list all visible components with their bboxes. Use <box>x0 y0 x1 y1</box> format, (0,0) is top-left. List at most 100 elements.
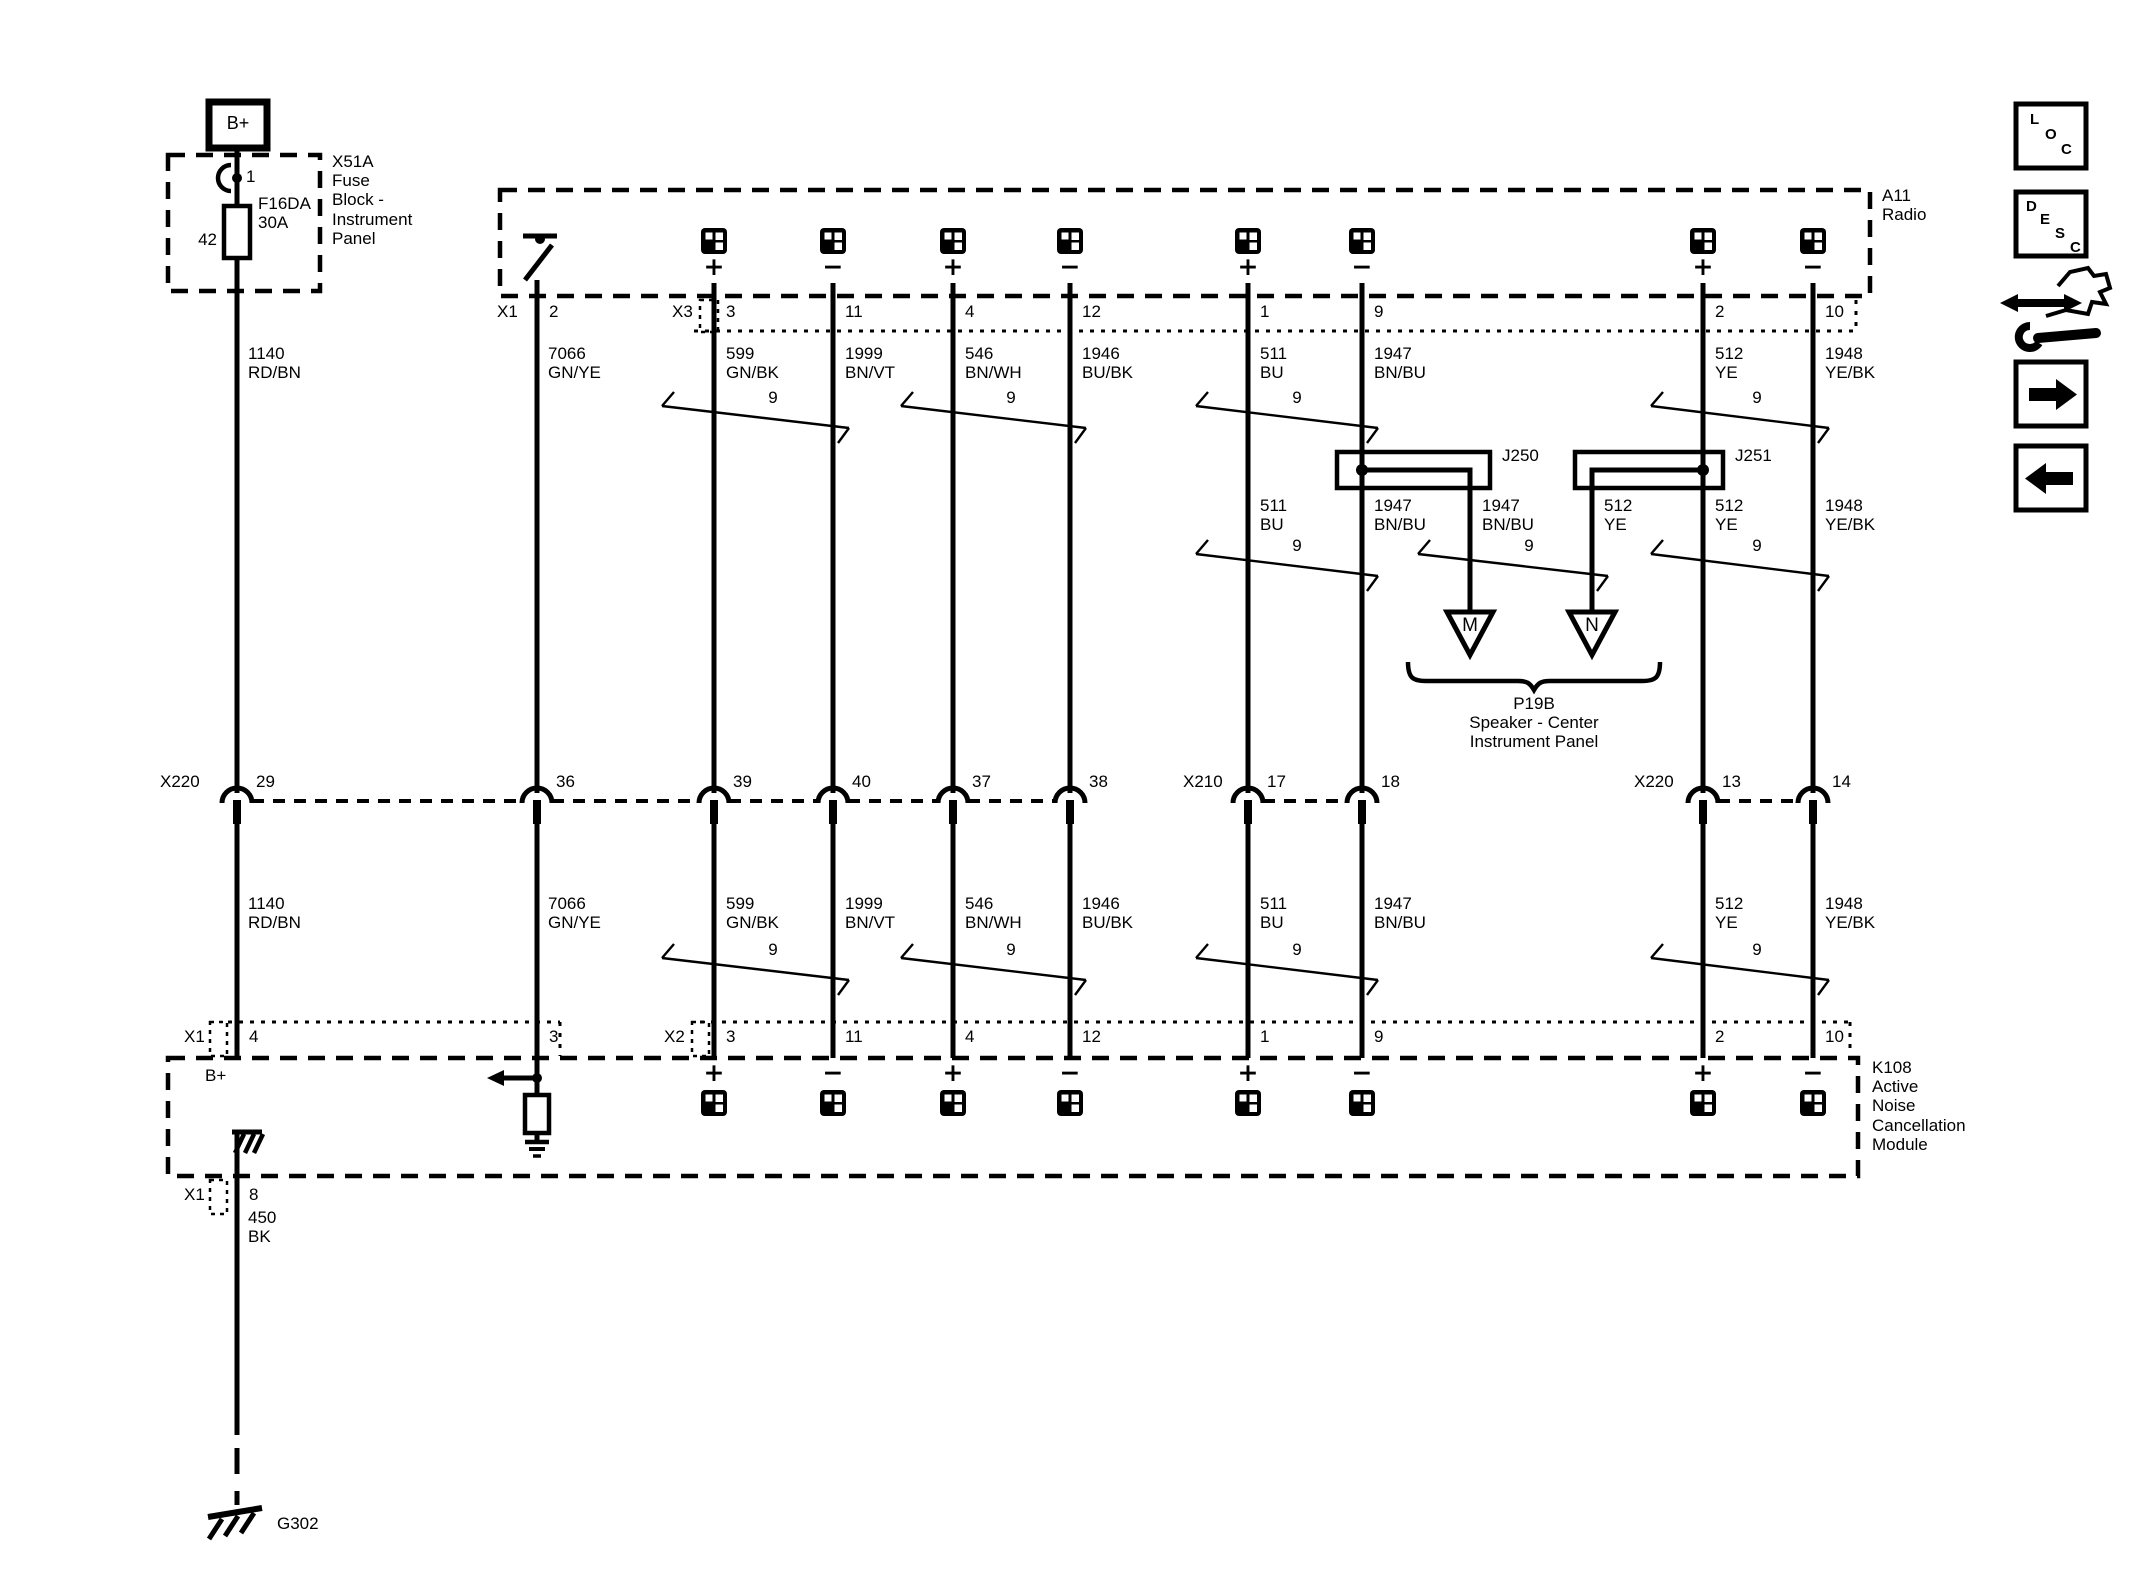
junction-box-j250 <box>1334 449 1493 491</box>
polarity-minus: − <box>1351 1058 1373 1087</box>
connector-pin: 14 <box>1832 772 1851 791</box>
radio-pin: 9 <box>1374 302 1384 321</box>
speaker-icon <box>820 228 846 254</box>
polarity-plus: + <box>1237 252 1259 281</box>
connector-pin: 29 <box>256 772 275 791</box>
module-pin: 9 <box>1374 1027 1384 1046</box>
fuse-block-box <box>165 152 323 294</box>
wire-label: 1948 YE/BK <box>1825 496 1876 535</box>
next-button[interactable] <box>2013 359 2089 429</box>
ground-connector-band <box>208 1178 229 1216</box>
connector-pin: 36 <box>556 772 575 791</box>
arrow-right-icon <box>2029 388 2056 401</box>
polarity-plus: + <box>942 1058 964 1087</box>
speaker-icon <box>1057 1090 1083 1116</box>
radio-pin: 1 <box>1260 302 1270 321</box>
ground-icon-g302 <box>206 1505 263 1541</box>
desc-letter: E <box>2040 211 2051 228</box>
junction-box-j251 <box>1572 449 1726 491</box>
speaker-icon <box>1057 228 1083 254</box>
module-bplus-label: B+ <box>205 1066 227 1085</box>
twisted-pair-icons <box>661 391 1830 996</box>
prev-button[interactable] <box>2013 443 2089 513</box>
twisted-pair-label: 9 <box>768 388 778 407</box>
wire-label: 1947 BN/BU <box>1374 344 1426 383</box>
b-plus-box <box>205 98 271 152</box>
module-pin: 10 <box>1825 1027 1844 1046</box>
radio-connector-band <box>694 298 1858 334</box>
module-pin: 4 <box>965 1027 975 1046</box>
connector-pin: 37 <box>972 772 991 791</box>
desc-letter: D <box>2026 198 2037 215</box>
polarity-minus: − <box>1802 1058 1824 1087</box>
junction-label-j250: J250 <box>1502 446 1539 465</box>
module-pin: 3 <box>726 1027 736 1046</box>
wire-label: 511 BU <box>1260 496 1288 535</box>
polarity-plus: + <box>703 1058 725 1087</box>
wire-label: 1999 BN/VT <box>845 344 896 383</box>
radio-box <box>497 187 1873 299</box>
wire-label: 599 GN/BK <box>726 344 779 383</box>
module-pin: 1 <box>1260 1027 1270 1046</box>
speaker-icon <box>701 228 727 254</box>
speaker-icon <box>940 1090 966 1116</box>
polarity-minus: − <box>1059 1058 1081 1087</box>
wire-label: 1946 BU/BK <box>1082 344 1134 383</box>
twisted-pair-label: 9 <box>1006 940 1016 959</box>
inline-connector-icons <box>222 788 1828 824</box>
connector-pin: 17 <box>1267 772 1286 791</box>
radio-pin: 10 <box>1825 302 1844 321</box>
junction-label-j251: J251 <box>1735 446 1772 465</box>
loc-letter: O <box>2045 126 2057 143</box>
speaker-name: P19B Speaker - Center Instrument Panel <box>1469 694 1599 752</box>
twisted-pair-label: 9 <box>1292 388 1302 407</box>
module-pin: 3 <box>549 1027 559 1046</box>
wire-label: 599 GN/BK <box>726 894 779 933</box>
wire-label: 512 YE <box>1604 496 1633 535</box>
module-conn1: X1 <box>184 1027 205 1046</box>
speaker-icon <box>940 228 966 254</box>
wire-label: 512 YE <box>1715 496 1744 535</box>
radio-conn2: X3 <box>672 302 693 321</box>
wire-label: 546 BN/WH <box>965 894 1022 933</box>
ground-pin: 8 <box>249 1185 259 1204</box>
twisted-pair-label: 9 <box>1292 940 1302 959</box>
wire-label: 1947 BN/BU <box>1482 496 1534 535</box>
desc-letter: S <box>2055 225 2066 242</box>
loc-letter: C <box>2061 141 2072 158</box>
module-box <box>165 1055 1861 1179</box>
wire-label: 1140 RD/BN <box>248 344 301 383</box>
wire-label: 7066 GN/YE <box>548 894 601 933</box>
desc-letter: C <box>2070 239 2081 256</box>
connector-pin: 18 <box>1381 772 1400 791</box>
wire-label: 1947 BN/BU <box>1374 496 1426 535</box>
wire-label: 450 BK <box>248 1208 277 1247</box>
branch-512-to-n <box>1589 467 1703 612</box>
twisted-pair-label: 9 <box>768 940 778 959</box>
radio-pin: 2 <box>1715 302 1725 321</box>
wire-label: 1947 BN/BU <box>1374 894 1426 933</box>
wire-label: 1948 YE/BK <box>1825 344 1876 383</box>
fuse-pin-top: 1 <box>246 167 256 186</box>
loc-button[interactable] <box>2013 101 2089 171</box>
wire-label: 1999 BN/VT <box>845 894 896 933</box>
resistor-icon <box>522 1078 552 1142</box>
twisted-pair-label: 9 <box>1752 940 1762 959</box>
desc-button[interactable] <box>2013 189 2089 259</box>
module-pin: 2 <box>1715 1027 1725 1046</box>
connector-pin: 13 <box>1722 772 1741 791</box>
polarity-minus: − <box>1351 252 1373 281</box>
harness-repair-icon[interactable] <box>2000 265 2113 352</box>
fuse-pin-terminal-icon <box>215 162 242 194</box>
polarity-plus: + <box>1692 252 1714 281</box>
wire-label: 1140 RD/BN <box>248 894 301 933</box>
connector-x220-right: X220 <box>1634 772 1674 791</box>
chassis-ground-icon <box>232 1129 266 1154</box>
polarity-minus: − <box>1802 252 1824 281</box>
connector-x210: X210 <box>1183 772 1223 791</box>
twisted-pair-label: 9 <box>1524 536 1534 555</box>
branch-1947-to-m <box>1362 467 1473 612</box>
speaker-terminal-n: N <box>1585 615 1599 636</box>
module-pin: 12 <box>1082 1027 1101 1046</box>
speaker-icon <box>1349 228 1375 254</box>
